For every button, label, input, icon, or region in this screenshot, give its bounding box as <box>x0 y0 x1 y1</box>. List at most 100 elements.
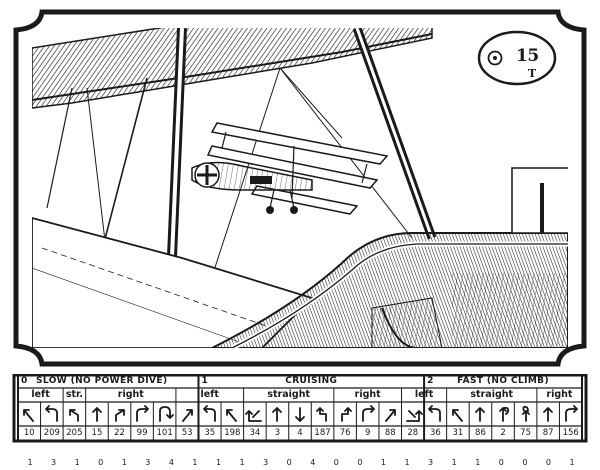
footer-digit: 0 <box>98 458 104 467</box>
subheader-label: left <box>31 389 50 400</box>
footer-digit: 0 <box>357 458 363 467</box>
dive-icon <box>295 407 305 422</box>
footer-digit: 3 <box>145 458 151 467</box>
maneuver-value: 31 <box>452 428 464 438</box>
maneuver-value: 4 <box>297 428 303 438</box>
maneuver-value: 198 <box>224 428 241 438</box>
turn-right-icon <box>564 405 578 422</box>
maneuver-value: 22 <box>114 428 125 438</box>
footer-digit: 1 <box>239 458 245 467</box>
subheader-label: left <box>200 389 219 400</box>
footer-digit: 1 <box>121 458 127 467</box>
maneuver-value: 209 <box>43 428 60 438</box>
straight-icon <box>272 407 283 422</box>
maneuver-value: 34 <box>249 428 261 438</box>
turn-right-icon <box>136 405 149 422</box>
subheader-label: left <box>414 389 434 400</box>
maneuver-table: 0 SLOW (NO POWER DIVE) 1 CRUISING 2 FAST (NO … <box>12 374 588 454</box>
sideslip-right-icon <box>114 409 125 422</box>
maneuver-value: 99 <box>136 428 148 438</box>
maneuver-value: 53 <box>181 428 193 438</box>
target-icon <box>487 50 503 66</box>
section-number: 0 <box>21 376 28 386</box>
footer-digit: 0 <box>545 458 551 467</box>
illustration-panel <box>12 8 588 368</box>
slip-left-icon <box>315 407 327 422</box>
tight-turn-right-icon <box>158 406 174 422</box>
turn-left-icon <box>428 405 442 422</box>
footer-digit: 1 <box>475 458 481 467</box>
turn-left-icon <box>202 405 216 422</box>
footer-digit: 4 <box>168 458 174 467</box>
climb-left-icon <box>244 410 262 422</box>
frame-border <box>13 9 587 367</box>
card-number: 15 <box>516 46 539 66</box>
subheader-label: right <box>546 389 573 400</box>
footer-digit-row: 1 3 1 0 1 3 4 1 1 1 3 0 4 0 0 1 1 3 1 1 0 0 0 1 <box>0 458 600 470</box>
enemy-triplane <box>191 122 389 215</box>
maneuver-value: 15 <box>91 428 103 438</box>
split-s-icon <box>521 405 530 422</box>
maneuver-value: 9 <box>364 428 371 438</box>
maneuver-value: 28 <box>407 428 419 438</box>
aircraft-illustration <box>13 9 587 367</box>
climb-right-icon <box>405 410 423 422</box>
card-badge <box>477 30 557 86</box>
footer-digit: 1 <box>74 458 80 467</box>
footer-digit: 0 <box>498 458 504 467</box>
maneuver-value: 205 <box>66 428 83 438</box>
bank-left-icon <box>226 409 238 422</box>
footer-digit: 1 <box>215 458 222 467</box>
immelmann-icon <box>499 406 510 422</box>
subheader-label: right <box>354 389 381 400</box>
turn-left-icon <box>44 405 58 422</box>
maneuver-value: 10 <box>23 428 35 438</box>
subheader-label: right <box>117 389 144 400</box>
maneuver-value: 2 <box>500 428 506 438</box>
maneuver-value: 75 <box>520 428 531 438</box>
maneuver-value: 36 <box>429 428 441 438</box>
section-label: FAST (NO CLIMB) <box>457 376 549 386</box>
maneuver-value: 3 <box>274 428 281 438</box>
table-grid <box>12 374 588 443</box>
maneuver-value: 86 <box>475 428 486 438</box>
straight-icon <box>92 407 102 422</box>
section-label: CRUISING <box>285 376 338 386</box>
bank-right-icon <box>182 409 194 422</box>
straight-icon <box>475 407 486 422</box>
footer-digit: 3 <box>51 458 57 467</box>
maneuver-value: 87 <box>542 428 554 438</box>
table-border <box>12 374 588 443</box>
footer-digit: 0 <box>522 458 528 467</box>
bank-right-icon <box>385 409 397 422</box>
footer-digit: 3 <box>428 458 434 467</box>
maneuver-value: 101 <box>156 428 173 438</box>
footer-digit: 0 <box>286 458 292 467</box>
footer-digit: 1 <box>451 458 457 467</box>
subheader-label: straight <box>470 389 514 400</box>
straight-icon <box>543 407 554 422</box>
maneuver-value: 187 <box>314 428 331 438</box>
maneuver-value: 35 <box>204 428 216 438</box>
slip-right-icon <box>341 407 353 422</box>
footer-digit: 3 <box>263 458 269 467</box>
footer-digit: 0 <box>333 458 339 467</box>
footer-digit: 4 <box>310 458 316 467</box>
subheader-label: straight <box>267 389 311 400</box>
maneuver-value: 88 <box>384 428 396 438</box>
footer-digit: 1 <box>27 458 33 467</box>
bank-left-icon <box>452 409 463 422</box>
turn-right-icon <box>361 405 375 422</box>
sideslip-left-icon <box>69 409 80 422</box>
card-letter: T <box>528 67 537 80</box>
section-label: SLOW (NO POWER DIVE) <box>36 376 168 386</box>
subheader-label: str. <box>65 389 83 400</box>
footer-digit: 1 <box>380 458 387 467</box>
footer-digit: 1 <box>569 458 575 467</box>
maneuver-value: 76 <box>339 428 351 438</box>
section-number: 1 <box>201 376 209 386</box>
footer-digit: 1 <box>404 458 410 467</box>
footer-digit: 1 <box>192 458 198 467</box>
maneuver-value: 156 <box>562 428 579 438</box>
bank-left-icon <box>23 409 35 422</box>
